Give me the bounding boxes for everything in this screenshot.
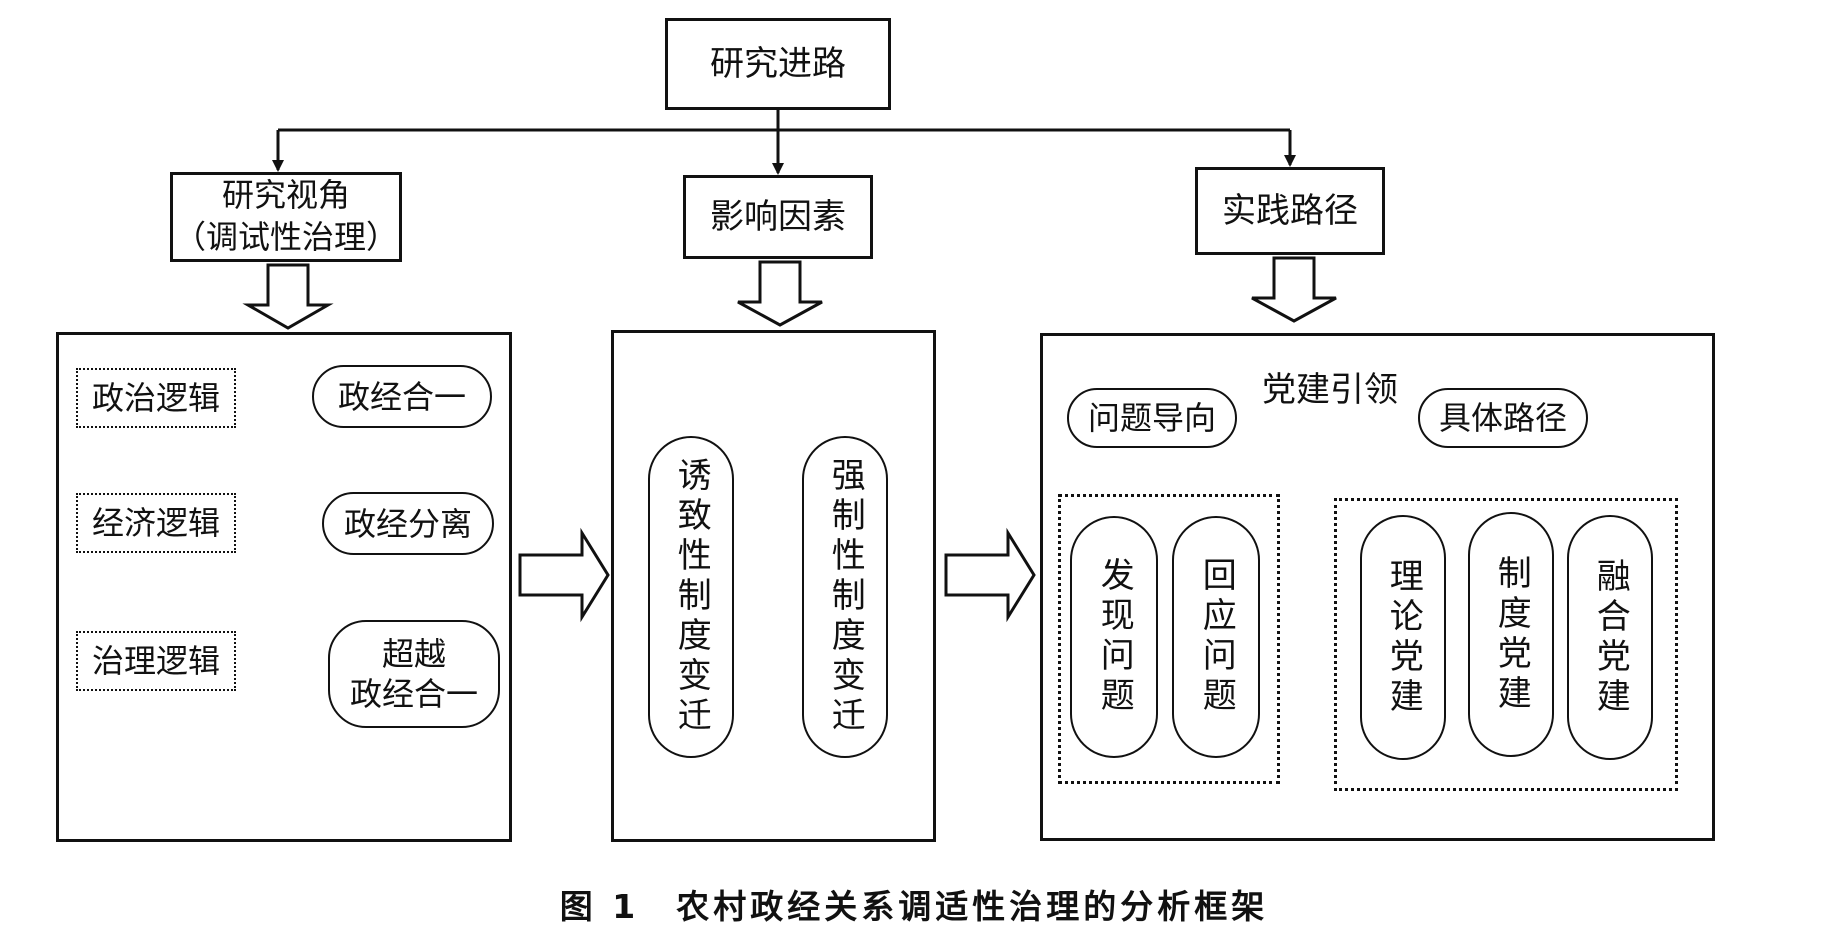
governance-logic-box: 治理逻辑: [76, 631, 236, 691]
governance-logic-label: 治理逻辑: [91, 642, 220, 680]
problem-oriented-label: 问题导向: [1087, 399, 1216, 437]
down-arrow-left: [242, 263, 334, 330]
institution-party-pill: 制度党建: [1468, 512, 1554, 757]
right-arrow-right: [944, 527, 1036, 623]
economic-logic-label: 经济逻辑: [91, 504, 220, 542]
forced-change-label: 强制性制度变迁: [825, 457, 866, 737]
theory-party-label: 理论党建: [1383, 557, 1424, 718]
forced-change-pill: 强制性制度变迁: [802, 436, 888, 758]
induced-change-label: 诱致性制度变迁: [671, 457, 712, 737]
perspective-line1: 研究视角: [221, 176, 350, 215]
unity-label: 政经合一: [337, 377, 466, 416]
concrete-path-label: 具体路径: [1438, 399, 1567, 437]
hollow-right-arrows: [518, 527, 1036, 623]
figure-caption: 图 1 农村政经关系调适性治理的分析框架: [559, 887, 1269, 926]
down-arrow-middle: [737, 260, 823, 327]
beyond-line2: 政经合一: [349, 675, 478, 713]
economic-logic-box: 经济逻辑: [76, 493, 236, 553]
factors-box: 影响因素: [683, 175, 873, 259]
unity-pill: 政经合一: [312, 365, 492, 428]
find-problem-pill: 发现问题: [1070, 516, 1158, 758]
perspective-box: 研究视角 （调试性治理）: [170, 172, 402, 262]
political-logic-box: 政治逻辑: [76, 368, 236, 428]
practice-label: 实践路径: [1222, 190, 1358, 231]
political-logic-label: 政治逻辑: [91, 379, 220, 417]
respond-problem-pill: 回应问题: [1172, 516, 1260, 758]
integration-party-pill: 融合党建: [1567, 515, 1653, 760]
path-group-box: [1334, 498, 1678, 791]
hollow-down-arrows: [242, 256, 1337, 330]
practice-box: 实践路径: [1195, 167, 1385, 255]
root-box: 研究进路: [665, 18, 891, 110]
respond-problem-label: 回应问题: [1196, 557, 1237, 717]
right-arrow-left: [518, 527, 610, 623]
find-problem-label: 发现问题: [1094, 557, 1135, 717]
integration-party-label: 融合党建: [1590, 557, 1631, 718]
perspective-line2: （调试性治理）: [173, 218, 398, 256]
beyond-unity-pill: 超越 政经合一: [328, 620, 500, 728]
concrete-path-pill: 具体路径: [1418, 388, 1588, 448]
factors-label: 影响因素: [710, 196, 846, 237]
theory-party-pill: 理论党建: [1360, 515, 1446, 760]
separation-label: 政经分离: [343, 504, 472, 543]
induced-change-pill: 诱致性制度变迁: [648, 436, 734, 758]
separation-pill: 政经分离: [322, 492, 494, 555]
party-lead-label: 党建引领: [1262, 370, 1398, 410]
down-arrow-right: [1251, 256, 1337, 323]
problem-oriented-pill: 问题导向: [1067, 388, 1237, 448]
beyond-line1: 超越: [381, 635, 446, 673]
problem-group-box: [1058, 494, 1280, 784]
root-branch-connectors: [272, 110, 1296, 175]
root-label: 研究进路: [710, 43, 846, 84]
institution-party-label: 制度党建: [1491, 554, 1532, 715]
